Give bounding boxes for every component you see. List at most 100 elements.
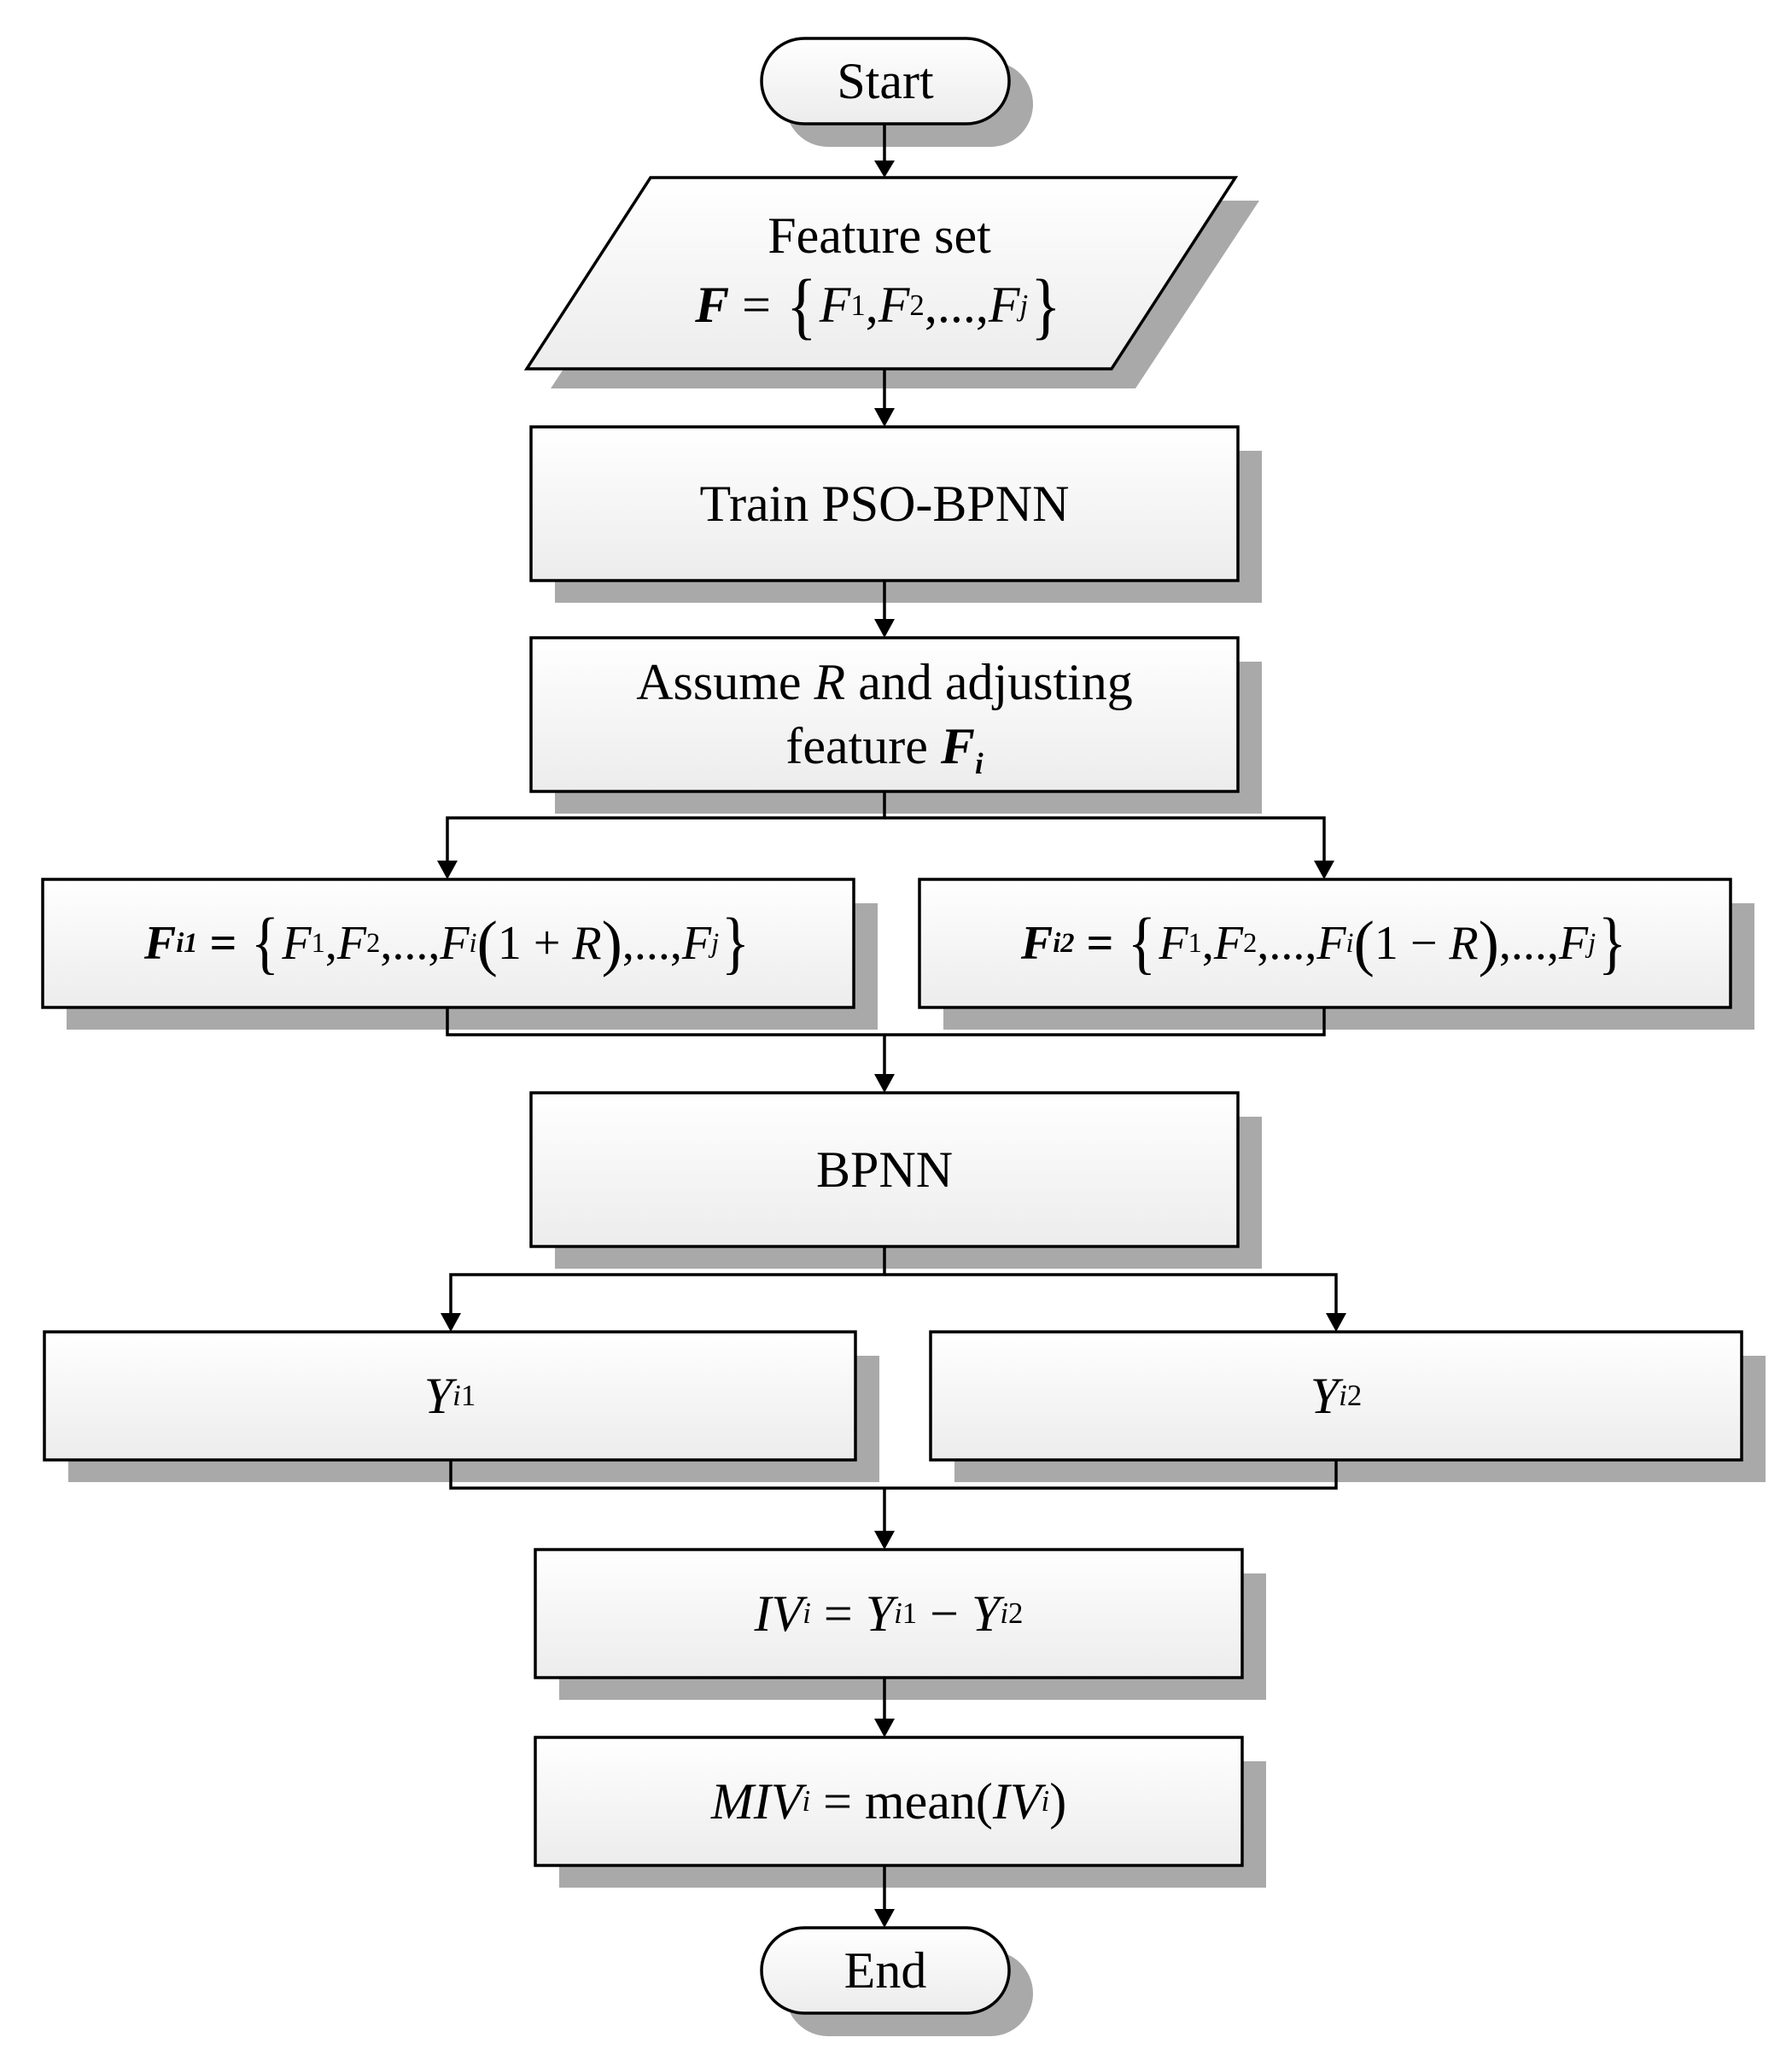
fi1-dots: ...	[392, 916, 429, 970]
fi1-comma: ,	[669, 916, 682, 970]
fi1-rbrace: }	[721, 904, 750, 982]
fi2-one: 1	[1374, 916, 1398, 970]
edge-bpnn-yi1	[449, 1246, 886, 1315]
assume-label: Assume R and adjusting feature Fi	[531, 638, 1238, 791]
fi2-e1: F	[1159, 916, 1188, 970]
fi2-comma: ,	[1305, 916, 1317, 970]
yi1-y: Y	[423, 1367, 453, 1424]
fi2-dots: ...	[1269, 916, 1305, 970]
assume-adjusting: and adjusting	[858, 654, 1133, 710]
fi1-ei: F	[440, 916, 470, 970]
end-label: End	[762, 1928, 1009, 2013]
fi1-r: R	[572, 916, 602, 970]
iv-y1: Y	[865, 1585, 895, 1642]
arrow-feature-train	[874, 408, 895, 427]
fi1-plus: +	[533, 916, 561, 970]
assume-feature-sub: i	[974, 747, 984, 781]
fi1-ej: F	[681, 916, 712, 970]
feature-set-ej: F	[988, 277, 1020, 333]
miv-lparen: (	[975, 1772, 993, 1830]
fi2-comma: ,	[1498, 916, 1511, 970]
arrow-assume-fi1	[437, 861, 458, 879]
start-text: Start	[837, 52, 934, 109]
assume-r: R	[814, 654, 846, 710]
fi2-comma: ,	[1257, 916, 1270, 970]
yi2-process-box[interactable]	[929, 1330, 1743, 1462]
connectors	[437, 124, 1346, 1928]
arrow-assume-fi2	[1314, 861, 1334, 879]
train-text: Train PSO-BPNN	[699, 475, 1070, 532]
feature-set-comma: ,	[924, 277, 937, 333]
yi1-process-box[interactable]	[43, 1330, 857, 1462]
feature-set-comma: ,	[865, 277, 878, 333]
fi1-equals: =	[209, 916, 237, 970]
feature-set-comma: ,	[975, 277, 989, 333]
fi2-dots: ...	[1510, 916, 1547, 970]
arrow-start-feature	[874, 161, 895, 178]
arrow-merge-bpnn	[874, 1074, 895, 1093]
arrow-merge-iv	[874, 1531, 895, 1550]
assume-line1: Assume R and adjusting	[636, 651, 1133, 715]
miv-process-box[interactable]	[534, 1736, 1244, 1867]
miv-rparen: )	[1049, 1772, 1067, 1830]
iv-process-box[interactable]	[534, 1548, 1244, 1679]
fi2-e2: F	[1213, 916, 1244, 970]
miv-equals: =	[823, 1772, 852, 1830]
edge-bpnn-yi2	[884, 1273, 1338, 1315]
feature-set-e2: F	[878, 277, 910, 333]
start-label: Start	[762, 38, 1009, 124]
assume-feature-symbol: F	[940, 718, 975, 774]
miv-lhs: MIV	[710, 1772, 803, 1830]
start-terminator[interactable]	[760, 37, 1011, 126]
feature-set-symbol: F	[695, 277, 730, 333]
fi1-rparen: )	[601, 908, 622, 978]
fi1-comma: ,	[622, 916, 634, 970]
fi2-ej: F	[1558, 916, 1589, 970]
fi1-process-box[interactable]	[41, 878, 855, 1009]
arrow-train-assume	[874, 619, 895, 638]
feature-set-dots: ...	[937, 277, 976, 333]
edge-y-merge	[449, 1460, 1338, 1490]
miv-fn: mean	[864, 1772, 976, 1830]
fi2-rparen: )	[1478, 908, 1499, 978]
bpnn-label: BPNN	[531, 1093, 1238, 1246]
fi1-dots: ...	[633, 916, 670, 970]
fi2-process-box[interactable]	[918, 878, 1732, 1009]
fi2-equals: =	[1086, 916, 1114, 970]
fi2-comma: ,	[1201, 916, 1214, 970]
fi2-minus: −	[1410, 916, 1438, 970]
end-terminator[interactable]	[760, 1926, 1011, 2015]
fi1-one: 1	[497, 916, 522, 970]
feature-set-e1: F	[819, 277, 851, 333]
edge-assume-fi2	[884, 816, 1326, 862]
iv-equals: =	[823, 1585, 853, 1642]
iv-minus: −	[930, 1585, 959, 1642]
assume-process-box[interactable]	[529, 636, 1240, 793]
train-process-box[interactable]	[529, 425, 1240, 582]
fi1-comma: ,	[380, 916, 393, 970]
bpnn-process-box[interactable]	[529, 1091, 1240, 1248]
shapes	[41, 37, 1743, 2015]
feature-set-equals: =	[742, 277, 771, 333]
fi1-comma: ,	[324, 916, 337, 970]
fi1-lbrace: {	[251, 904, 280, 982]
iv-lhs: IV	[754, 1585, 803, 1642]
fi1-lhs: F	[143, 916, 177, 970]
miv-arg: IV	[992, 1772, 1042, 1830]
feature-set-data-node[interactable]	[523, 176, 1239, 371]
fi1-e1: F	[282, 916, 312, 970]
fi1-comma: ,	[428, 916, 441, 970]
feature-set-title: Feature set	[768, 207, 991, 264]
fi2-ei: F	[1316, 916, 1346, 970]
fi2-r: R	[1449, 916, 1479, 970]
